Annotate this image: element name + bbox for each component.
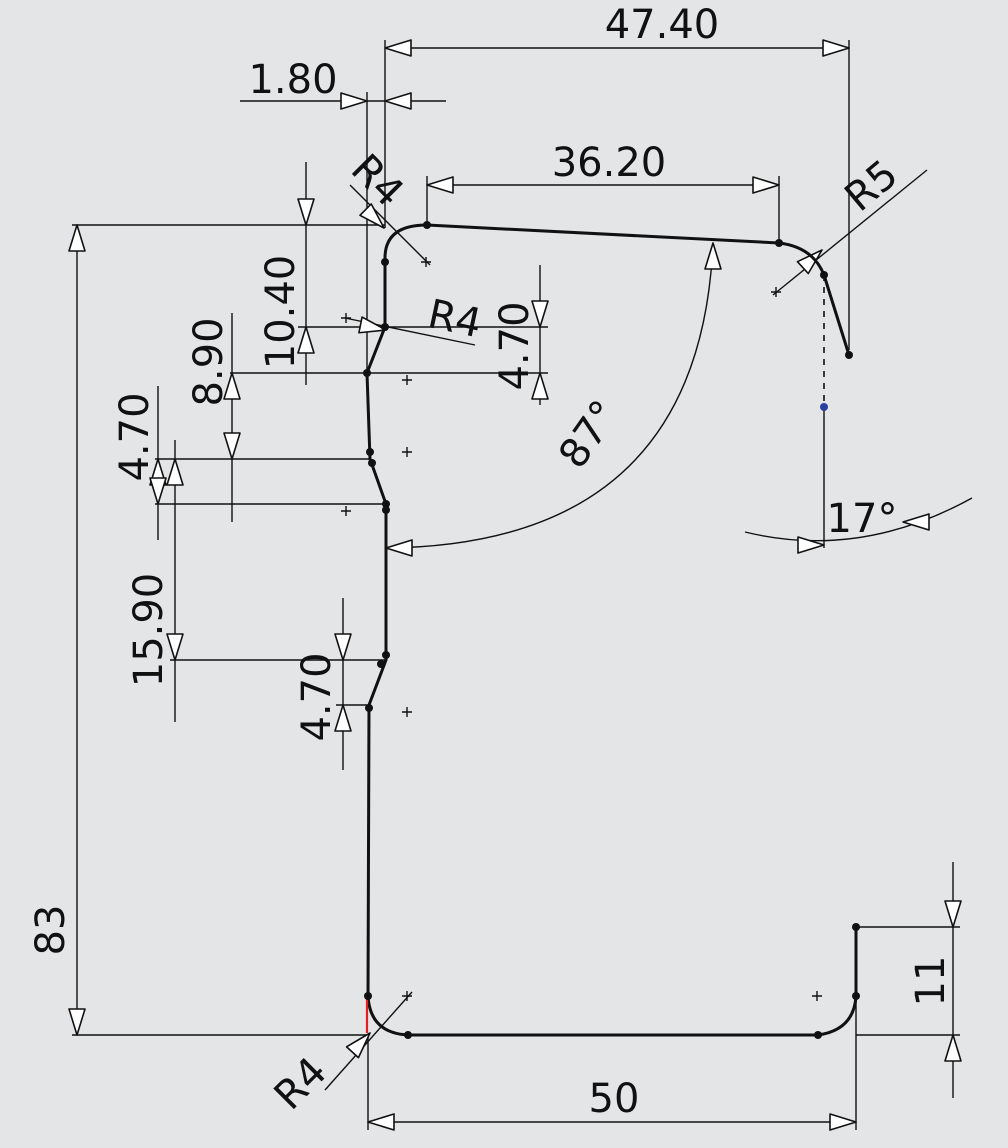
dimension-arrowhead xyxy=(384,39,412,57)
dim-angle-87: 87° xyxy=(550,392,628,476)
dimension-arrowhead xyxy=(752,176,780,194)
dimension-labels: 47.40 1.80 36.20 R5 R4 R4 10.40 4.70 8.9… xyxy=(28,2,954,1122)
dimension-arrowhead xyxy=(297,326,315,354)
dimension-arrowhead xyxy=(340,92,368,110)
dim-50: 50 xyxy=(589,1076,640,1122)
dimension-arrowhead xyxy=(166,458,184,486)
dimension-arrowhead xyxy=(426,176,454,194)
dimension-arrowhead xyxy=(384,92,412,110)
dim-47-40: 47.40 xyxy=(605,2,720,48)
dim-8-90: 8.90 xyxy=(186,317,232,406)
dim-r4-bottom: R4 xyxy=(266,1049,336,1119)
dimension-arrowhead xyxy=(334,704,352,732)
dimension-arrowhead xyxy=(223,432,241,460)
sketch-points xyxy=(363,221,860,1039)
dimension-lines xyxy=(72,40,973,1130)
dimension-arrowhead xyxy=(68,224,86,252)
dimension-arrowhead xyxy=(797,536,825,554)
dimension-arrowhead xyxy=(385,539,413,557)
dimension-arrowhead xyxy=(531,300,549,328)
dimension-arrowhead xyxy=(223,372,241,400)
dim-angle-17: 17° xyxy=(827,496,898,542)
dimension-arrows xyxy=(68,39,962,1131)
dimension-arrowhead xyxy=(149,477,167,505)
dim-10-40: 10.40 xyxy=(258,255,304,370)
center-marks xyxy=(341,257,822,1001)
dim-1-80: 1.80 xyxy=(248,57,337,103)
dim-4-70-left: 4.70 xyxy=(112,392,158,481)
leader-arrowhead xyxy=(345,1032,371,1059)
dimension-arrowhead xyxy=(531,372,549,400)
dim-11: 11 xyxy=(908,956,954,1007)
dim-15-90: 15.90 xyxy=(126,573,172,688)
dimension-arrowhead xyxy=(297,198,315,226)
dim-r4-top: R4 xyxy=(342,146,412,216)
dim-83: 83 xyxy=(28,905,74,956)
dim-36-20: 36.20 xyxy=(552,140,667,186)
dim-4-70-lower: 4.70 xyxy=(294,652,340,741)
dimension-arrowhead xyxy=(902,513,930,531)
leader-arrowhead xyxy=(359,203,385,229)
dimension-arrowhead xyxy=(822,39,850,57)
dimension-arrowhead xyxy=(944,1034,962,1062)
dimension-arrowhead xyxy=(334,633,352,661)
dimension-arrowhead xyxy=(166,633,184,661)
dim-r5: R5 xyxy=(836,151,906,220)
dimension-arrowhead xyxy=(944,900,962,928)
dimension-arrowhead xyxy=(367,1113,395,1131)
leader-arrowhead xyxy=(358,316,387,334)
dimension-arrowhead xyxy=(704,242,722,270)
sketch-midpoint xyxy=(820,403,828,411)
dimension-arrowhead xyxy=(829,1113,857,1131)
dim-r4-inner: R4 xyxy=(424,291,486,347)
dimension-arrowhead xyxy=(68,1008,86,1036)
dim-4-70-right: 4.70 xyxy=(492,301,538,390)
